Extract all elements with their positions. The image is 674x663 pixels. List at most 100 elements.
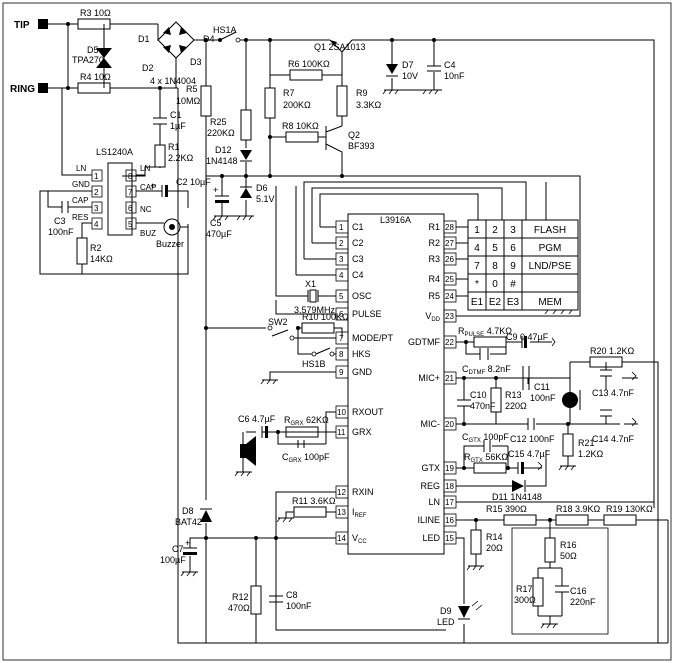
svg-text:12: 12 bbox=[337, 488, 346, 497]
svg-text:VDD: VDD bbox=[425, 311, 440, 323]
ls1240a-label: LS1240A bbox=[96, 147, 133, 157]
svg-text:14: 14 bbox=[337, 534, 346, 543]
r2-resistor bbox=[76, 237, 88, 265]
rgtx-resistor bbox=[473, 462, 507, 474]
svg-text:GDTMF: GDTMF bbox=[408, 337, 440, 347]
r21-label: R21 bbox=[578, 438, 595, 448]
sw2-label: SW2 bbox=[268, 317, 288, 327]
cgrx-label: CGRX 100pF bbox=[282, 452, 330, 464]
svg-text:6: 6 bbox=[339, 310, 344, 319]
keypad-key-4-2: E3 bbox=[503, 291, 523, 311]
svg-text:7: 7 bbox=[339, 334, 344, 343]
q1-label: Q1 2SA1013 bbox=[314, 42, 366, 52]
svg-text:2: 2 bbox=[94, 188, 99, 197]
svg-text:5: 5 bbox=[339, 292, 344, 301]
svg-text:1: 1 bbox=[339, 223, 344, 232]
svg-text:ILINE: ILINE bbox=[417, 515, 440, 525]
d12-label: D12 bbox=[215, 145, 232, 155]
c8-label: C8 bbox=[286, 590, 298, 600]
d7-value: 10V bbox=[402, 71, 418, 81]
r19-resistor bbox=[603, 514, 637, 526]
svg-text:C3: C3 bbox=[352, 254, 364, 264]
svg-text:MODE/PT: MODE/PT bbox=[352, 333, 394, 343]
d5-type: TPA270 bbox=[72, 55, 104, 65]
svg-text:R5: R5 bbox=[428, 291, 440, 301]
keypad-key-3-1: 0 bbox=[485, 273, 505, 293]
svg-text:27: 27 bbox=[445, 239, 454, 248]
r6-label: R6 100KΩ bbox=[288, 59, 330, 69]
r19-label: R19 130KΩ bbox=[606, 504, 653, 514]
r18-label: R18 3.9KΩ bbox=[556, 504, 601, 514]
svg-text:C2: C2 bbox=[352, 238, 364, 248]
svg-text:IREF: IREF bbox=[352, 507, 367, 519]
svg-text:MEM: MEM bbox=[538, 297, 561, 308]
svg-text:#: # bbox=[510, 279, 516, 290]
r7-resistor bbox=[264, 87, 276, 119]
hs1b-label: HS1B bbox=[302, 359, 326, 369]
r8-resistor bbox=[285, 131, 319, 143]
keypad-key-4-0: E1 bbox=[467, 291, 487, 311]
svg-text:8: 8 bbox=[339, 350, 344, 359]
r3-resistor bbox=[77, 18, 111, 30]
d5-label: D5 bbox=[87, 45, 99, 55]
r1-resistor bbox=[154, 144, 166, 168]
c1-value: 1µF bbox=[170, 121, 186, 131]
keypad-key-2-2: 9 bbox=[503, 255, 523, 275]
cgtx-label: CGTX 100pF bbox=[462, 432, 509, 444]
c16-label: C16 bbox=[570, 586, 587, 596]
svg-text:15: 15 bbox=[445, 534, 454, 543]
c3-label: C3 bbox=[54, 216, 66, 226]
r17-resistor bbox=[532, 577, 544, 607]
chip-right-pins: 28R127R226R325R424R523VDD22GDTMF21MIC+20… bbox=[408, 220, 468, 545]
svg-text:1: 1 bbox=[94, 172, 99, 181]
c2-label: C2 10µF bbox=[176, 177, 211, 187]
x1-label: X1 bbox=[305, 279, 316, 289]
chip-pin-2: 2 C2 bbox=[335, 236, 364, 250]
svg-text:3: 3 bbox=[510, 225, 516, 236]
keypad-key-3-3 bbox=[521, 273, 579, 293]
r12-resistor bbox=[250, 585, 262, 615]
c11-label: C11 bbox=[534, 382, 550, 392]
r12-value: 470Ω bbox=[228, 603, 250, 613]
svg-text:18: 18 bbox=[445, 482, 454, 491]
svg-text:6: 6 bbox=[510, 243, 516, 254]
keypad-key-2-1: 8 bbox=[485, 255, 505, 275]
c10-label: C10 bbox=[470, 390, 487, 400]
r15-label: R15 390Ω bbox=[486, 504, 527, 514]
r16-value: 50Ω bbox=[560, 551, 577, 561]
r1-value: 2.2KΩ bbox=[168, 153, 194, 163]
svg-text:GND: GND bbox=[352, 367, 373, 377]
svg-text:5: 5 bbox=[492, 243, 498, 254]
svg-text:21: 21 bbox=[445, 374, 454, 383]
svg-text:3: 3 bbox=[339, 255, 344, 264]
c8-value: 100nF bbox=[286, 601, 312, 611]
d11-diode-icon bbox=[512, 480, 524, 492]
r4-label: R4 10Ω bbox=[80, 72, 111, 82]
c10-value: 470nF bbox=[470, 401, 496, 411]
svg-text:24: 24 bbox=[445, 292, 454, 301]
keypad-key-0-3: FLASH bbox=[521, 219, 579, 239]
r16-label: R16 bbox=[560, 540, 577, 550]
tip-label: TIP bbox=[14, 20, 30, 31]
svg-text:PGM: PGM bbox=[539, 243, 562, 254]
svg-text:2: 2 bbox=[339, 239, 344, 248]
r4-resistor bbox=[77, 82, 111, 94]
r5-label: R5 bbox=[186, 84, 198, 94]
c4-value: 10nF bbox=[444, 71, 465, 81]
d5-tvs-icon bbox=[96, 48, 112, 68]
x1-value: 3.579MHz bbox=[294, 305, 336, 315]
d1-label: D1 bbox=[138, 34, 150, 44]
d6-zener-icon bbox=[240, 188, 252, 198]
d12-diode-icon bbox=[240, 150, 252, 160]
d11-label: D11 1N4148 bbox=[492, 492, 542, 502]
svg-text:RES: RES bbox=[72, 213, 88, 222]
